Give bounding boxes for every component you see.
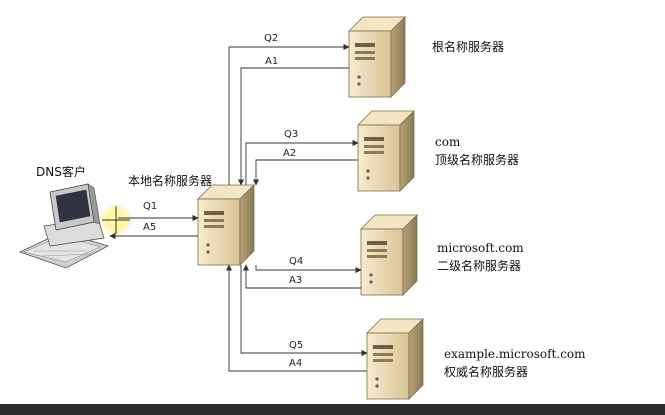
- authoritative-server-label: 权威名称服务器: [444, 365, 529, 379]
- arrow-q4: [255, 265, 362, 274]
- arrow-q5: [240, 265, 368, 357]
- message-q1-label: Q1: [143, 201, 158, 212]
- second-level-server-icon: [360, 214, 418, 296]
- arrow-q2: [228, 43, 350, 185]
- local-server-label: 本地名称服务器: [128, 174, 213, 188]
- message-q4-label: Q4: [289, 256, 304, 267]
- message-a3-label: A3: [289, 275, 303, 286]
- root-server-icon: [348, 16, 406, 98]
- second-level-server-label: 二级名称服务器: [437, 259, 522, 273]
- message-a2-label: A2: [283, 148, 297, 159]
- arrow-a2: [252, 159, 358, 186]
- authoritative-server-icon: [366, 318, 424, 400]
- message-q5-label: Q5: [289, 340, 304, 351]
- cursor-highlight-icon: [99, 203, 133, 237]
- tld-server-label: 顶级名称服务器: [435, 153, 520, 167]
- arrow-a3: [242, 264, 361, 289]
- tld-server-icon: [357, 110, 415, 192]
- local-name-server-icon: [197, 184, 255, 266]
- tld-domain-label: com: [435, 135, 461, 149]
- dns-client-label: DNS客户: [36, 165, 86, 179]
- arrow-a1: [237, 67, 349, 186]
- arrow-a4: [225, 264, 367, 372]
- message-a5-label: A5: [143, 222, 157, 233]
- bottom-frame-bar: [0, 404, 665, 415]
- dns-client-computer-icon: [18, 183, 110, 269]
- authoritative-domain-label: example.microsoft.com: [444, 347, 586, 361]
- arrow-q3: [245, 139, 359, 185]
- message-q2-label: Q2: [264, 33, 279, 44]
- root-server-label: 根名称服务器: [432, 40, 505, 54]
- message-a4-label: A4: [289, 358, 303, 369]
- message-a1-label: A1: [265, 56, 279, 67]
- message-q3-label: Q3: [284, 129, 299, 140]
- second-level-domain-label: microsoft.com: [437, 241, 524, 255]
